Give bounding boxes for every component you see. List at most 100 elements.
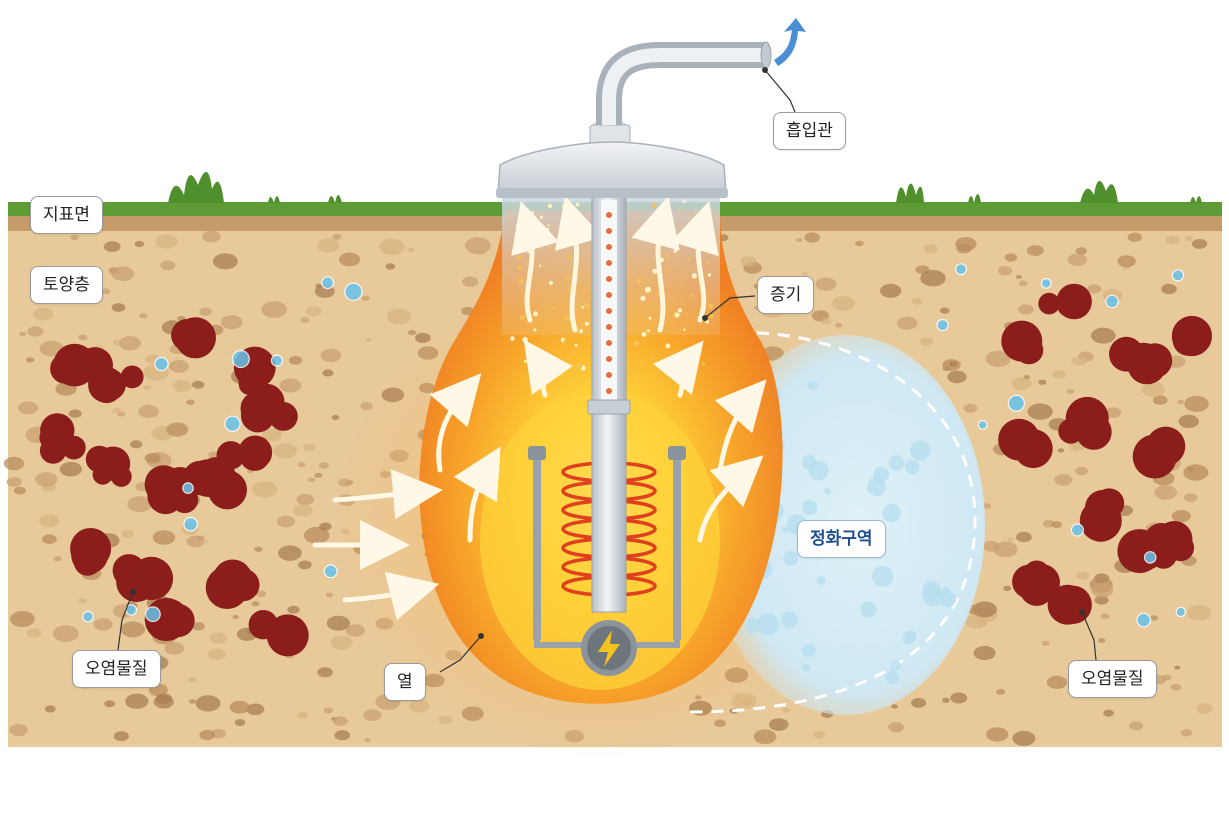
steam-particle [689,294,693,298]
contaminant-blob [183,322,208,347]
steam-particle [510,336,515,341]
steam-particle [541,350,546,355]
soil-pebble [967,604,983,615]
soil-pebble [305,306,322,317]
surface-label: 지표면 [30,196,103,234]
steam-particle [692,355,696,358]
soil-pebble [199,729,216,741]
soil-pebble [121,529,134,538]
soil-pebble [143,385,151,390]
soil-pebble [950,692,968,704]
steam-particle [689,226,695,232]
soil-pebble [1196,703,1213,714]
soil-pebble [1066,389,1075,394]
steam-particle [682,199,686,203]
purified-bubble [757,613,779,635]
soil-pebble [1018,304,1034,315]
contaminant-blob [88,366,125,403]
soil-pebble [923,244,938,254]
soil-pebble [332,233,342,240]
steam-particle [581,306,584,309]
soil-pebble [251,601,260,607]
steam-particle [688,213,692,216]
purified-bubble [781,611,798,628]
soil-pebble [278,545,302,561]
soil-pebble [125,693,149,709]
vapor-dot [606,340,612,346]
purified-bubble [824,488,831,495]
steam-particle [705,319,710,324]
contaminant-blob [1014,427,1042,455]
soil-pebble [1074,466,1089,476]
suction-pipe-label: 흡입관 [773,112,846,150]
soil-pebble [93,618,113,631]
soil-pebble [209,632,227,644]
vapor-dot [606,244,612,250]
soil-pebble [993,541,1018,558]
heat-label: 열 [384,663,426,701]
soil-pebble [44,705,56,713]
soil-layer-label: 토양층 [30,266,103,304]
soil-pebble [888,722,904,733]
steam-particle [652,202,657,208]
soil-pebble [252,481,278,498]
water-droplet [1007,394,1026,412]
water-droplet [182,482,194,494]
vapor-dot [606,292,612,298]
soil-pebble [26,628,42,638]
soil-pebble [307,477,316,483]
steam-particle [564,314,571,321]
soil-pebble [229,700,250,714]
soil-pebble [1180,729,1193,737]
soil-pebble [911,297,923,305]
soil-pebble [293,504,313,517]
purified-bubble [922,580,941,600]
water-droplet [224,415,241,432]
soil-pebble [138,404,159,419]
contaminant-blob [212,559,253,600]
soil-pebble [326,615,350,631]
soil-pebble [19,331,26,337]
soil-pebble [740,256,757,267]
soil-pebble [111,266,135,282]
soil-pebble [1076,571,1090,580]
soil-pebble [1004,253,1018,262]
purified-bubble [885,670,900,685]
soil-pebble [53,556,62,562]
soil-pebble [113,731,129,742]
soil-pebble [221,315,243,330]
steam-particle [523,359,527,363]
soil-pebble [1154,485,1177,500]
soil-pebble [1150,615,1159,621]
steam-particle [647,227,653,233]
soil-pebble [164,642,184,655]
soil-pebble [813,730,826,739]
soil-pebble [997,266,1013,276]
soil-pebble [1165,235,1181,245]
central-pipe-inner [601,200,617,400]
soil-pebble [232,614,239,620]
soil-pebble [68,409,82,418]
soil-pebble [1129,721,1144,731]
purified-bubble [904,459,920,475]
soil-pebble [768,718,789,731]
contaminant-blob [1053,585,1092,624]
contaminant-blob [147,477,184,515]
soil-pebble [1091,327,1116,344]
steam-particle [641,332,647,337]
soil-pebble [13,486,26,495]
soil-pebble [186,399,195,405]
soil-pebble [10,610,35,628]
soil-pebble [1023,374,1031,380]
soil-pebble [949,361,958,367]
vapor-dot [606,372,612,378]
soil-pebble [942,365,951,371]
steam-particle [515,224,518,227]
soil-pebble [155,693,173,704]
contaminant-blob [238,368,265,395]
soil-pebble [1054,474,1073,486]
purified-bubble [783,550,799,566]
soil-pebble [33,307,54,321]
